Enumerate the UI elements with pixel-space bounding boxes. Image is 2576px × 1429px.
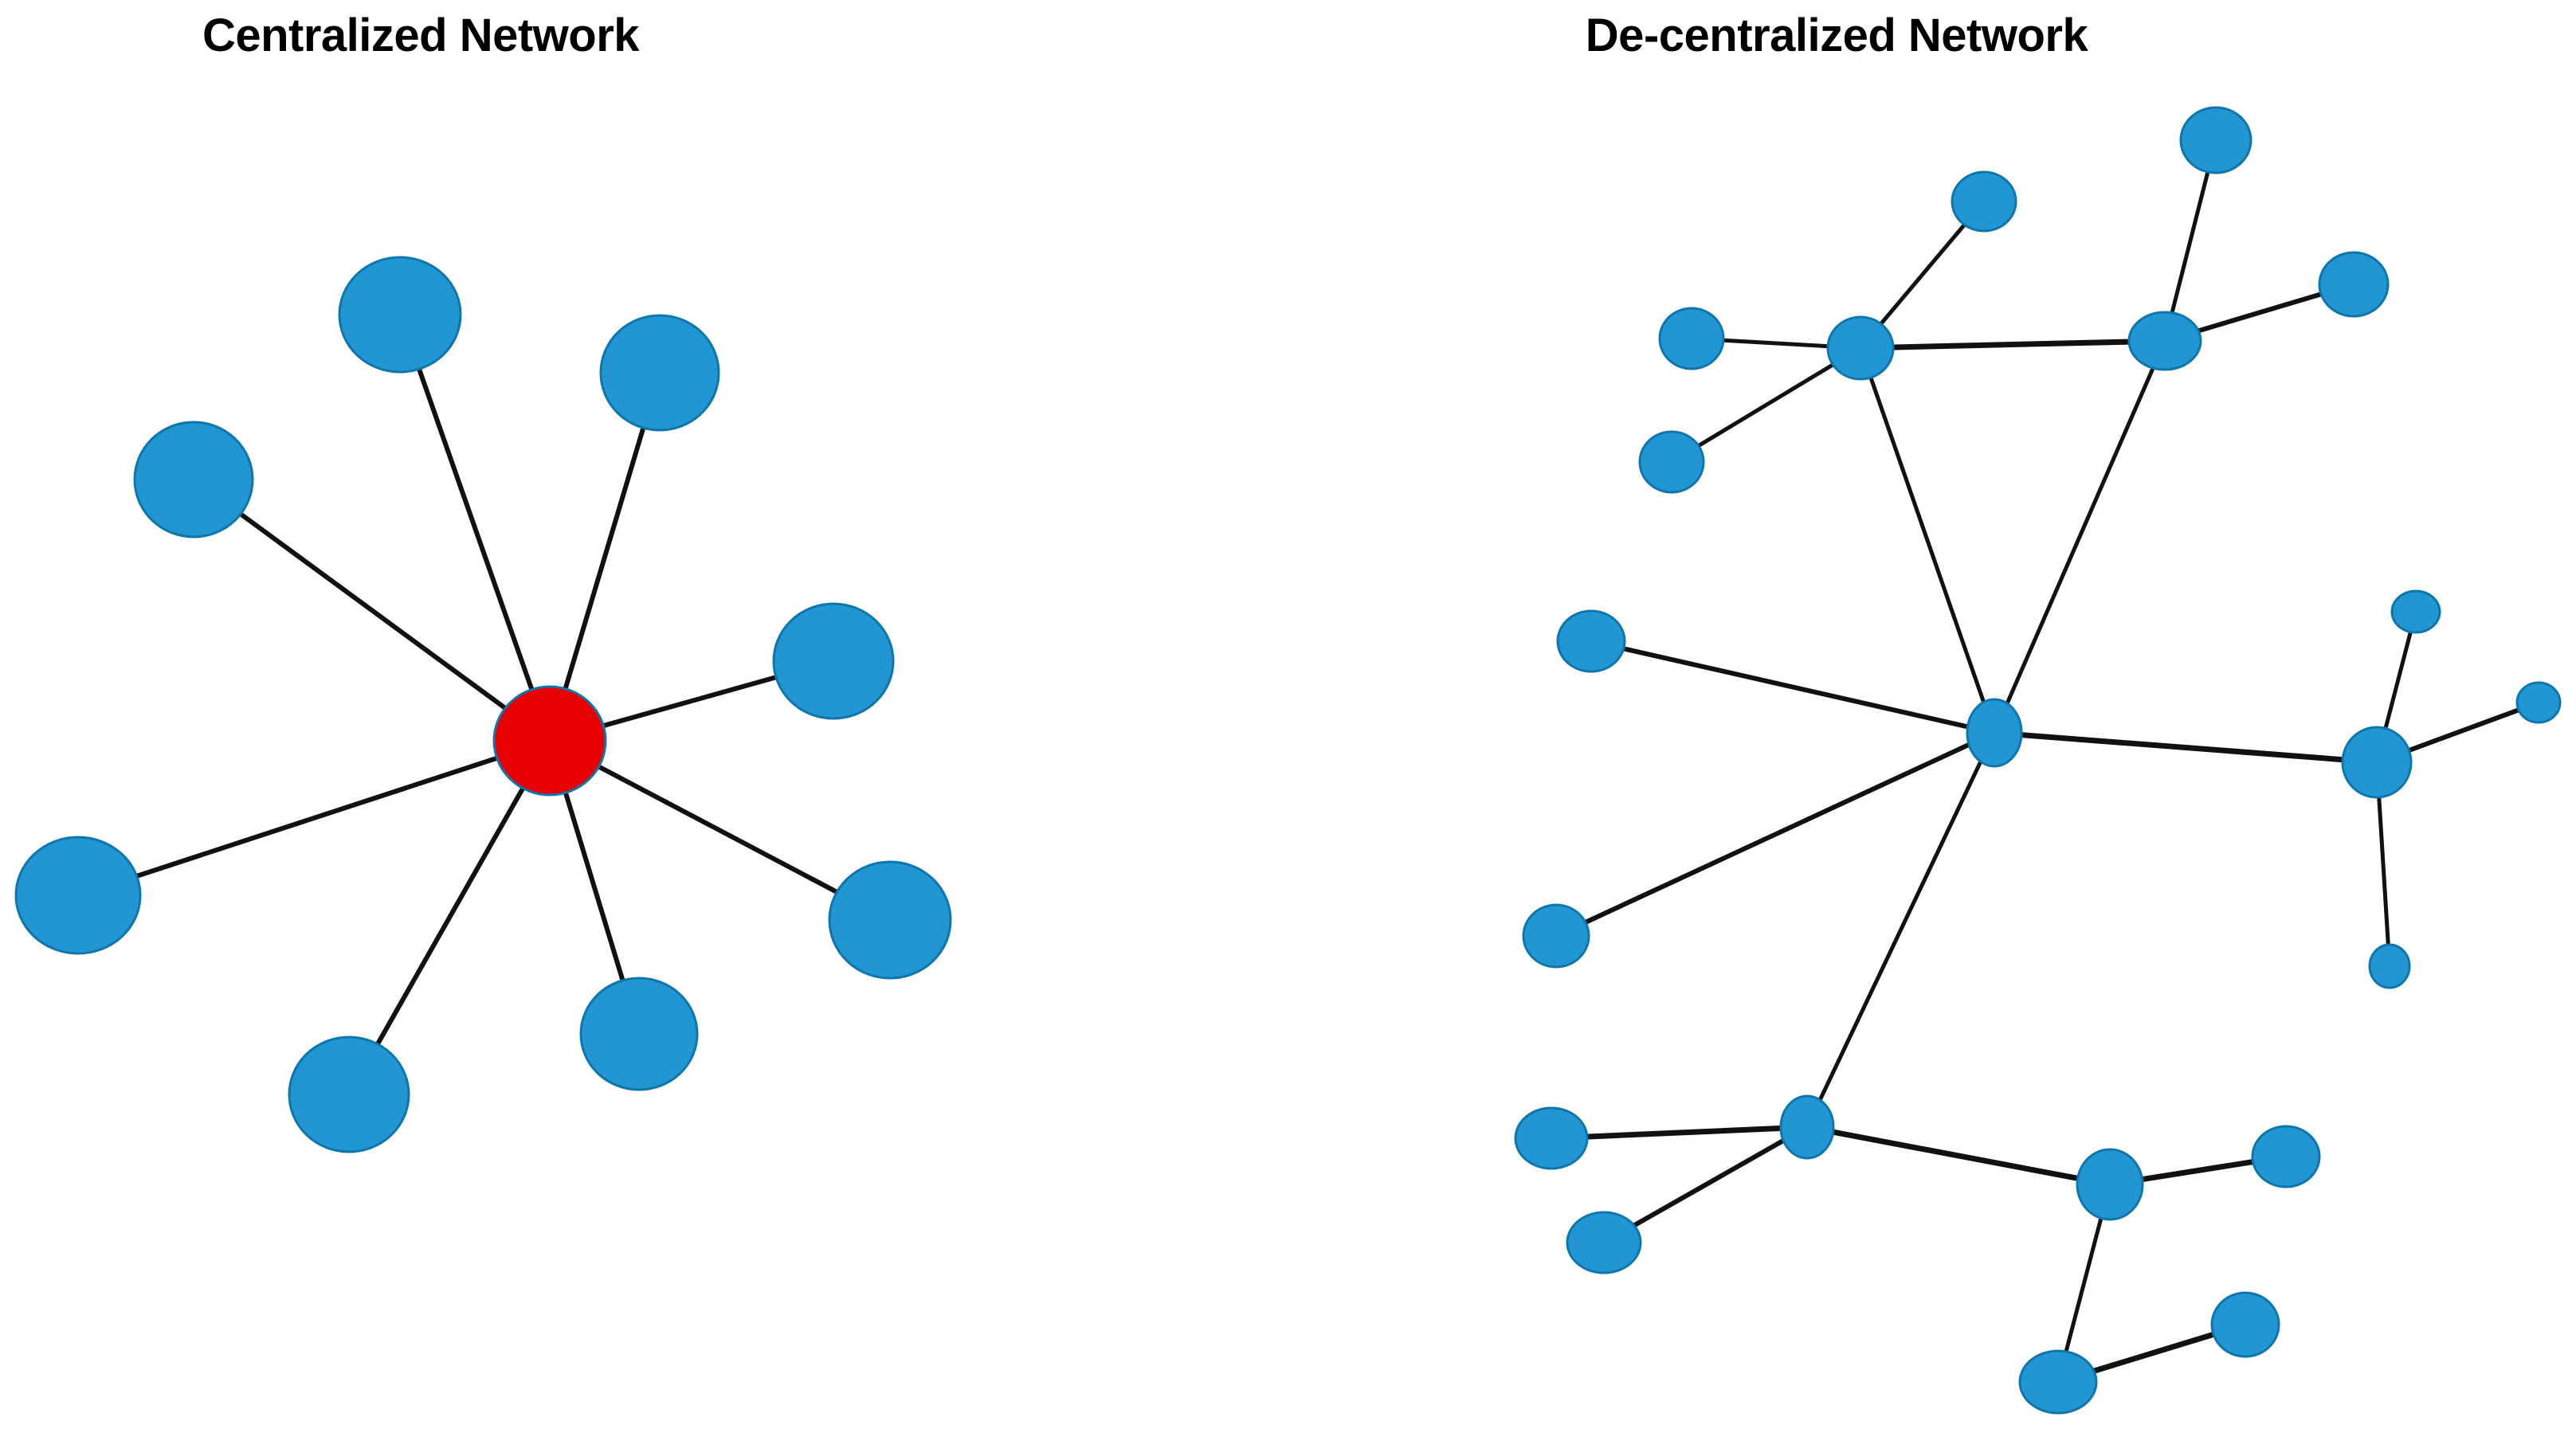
network-edge [373, 783, 527, 1050]
network-leaf-node[interactable] [1566, 1211, 1642, 1274]
network-edge [235, 510, 511, 713]
network-edge [131, 754, 503, 880]
page-title-decentralized: De-centralized Network [1585, 10, 2088, 61]
network-edge [2088, 1330, 2220, 1375]
network-leaf-node[interactable] [1522, 903, 1590, 969]
network-leaf-node[interactable] [1951, 170, 2017, 233]
network-edge [2136, 1158, 2260, 1183]
network-edge [2004, 362, 2157, 709]
network-leaf-node[interactable] [2210, 1291, 2280, 1358]
network-hub-node[interactable] [2127, 311, 2202, 371]
network-leaf-node[interactable] [1658, 307, 1725, 370]
network-leaf-node[interactable] [338, 256, 462, 374]
network-edge [562, 787, 626, 986]
edges-layer [131, 166, 2524, 1375]
nodes-layer [14, 106, 2562, 1415]
network-leaf-node[interactable] [599, 314, 720, 432]
network-edge [2015, 731, 2349, 763]
network-edge [1887, 339, 2135, 350]
network-hub-node[interactable] [2076, 1148, 2144, 1221]
network-edge [1827, 1128, 2084, 1182]
network-edge [2193, 291, 2327, 335]
network-edge [2063, 1213, 2104, 1357]
network-leaf-node[interactable] [288, 1036, 410, 1153]
network-edge [2382, 627, 2413, 734]
network-edge [1718, 338, 1833, 349]
network-edge [1617, 645, 1974, 730]
network-hub-node[interactable] [1966, 698, 2023, 768]
network-leaf-node[interactable] [1638, 430, 1705, 494]
network-leaf-node[interactable] [1556, 609, 1626, 673]
network-edge [594, 762, 842, 896]
network-leaf-node[interactable] [2251, 1125, 2321, 1188]
network-hub-node[interactable] [492, 685, 607, 797]
network-leaf-node[interactable] [2018, 1349, 2098, 1415]
network-leaf-node[interactable] [828, 860, 952, 980]
network-edge [1580, 741, 1974, 926]
network-edge [2169, 166, 2211, 319]
network-hub-node[interactable] [2341, 726, 2413, 799]
network-leaf-node[interactable] [2515, 681, 2562, 724]
network-edge [1629, 1136, 1789, 1230]
network-edge [598, 674, 782, 730]
network-edge [1868, 372, 1987, 707]
network-edge [562, 422, 647, 695]
network-edge [1816, 757, 1984, 1106]
network-leaf-node[interactable] [2179, 106, 2253, 174]
network-edge [1876, 220, 1969, 329]
network-leaf-node[interactable] [14, 836, 142, 955]
network-leaf-node[interactable] [2390, 589, 2441, 634]
network-hub-node[interactable] [1779, 1094, 1835, 1160]
panel-decentralized: De-centralized Network [1288, 0, 2576, 1429]
network-leaf-node[interactable] [579, 977, 699, 1091]
network-leaf-node[interactable] [2368, 943, 2411, 989]
network-leaf-node[interactable] [133, 421, 254, 538]
page-title-centralized: Centralized Network [202, 10, 640, 61]
panel-centralized: Centralized Network [202, 10, 640, 61]
network-edge [2403, 706, 2524, 754]
network-edge [2377, 792, 2391, 950]
network-leaf-node[interactable] [1514, 1106, 1589, 1170]
network-edge [1693, 361, 1838, 450]
network-edge [1581, 1125, 1787, 1140]
network-leaf-node[interactable] [772, 602, 895, 720]
network-edge [415, 363, 535, 695]
network-leaf-node[interactable] [2318, 251, 2390, 318]
network-hub-node[interactable] [1826, 315, 1895, 381]
